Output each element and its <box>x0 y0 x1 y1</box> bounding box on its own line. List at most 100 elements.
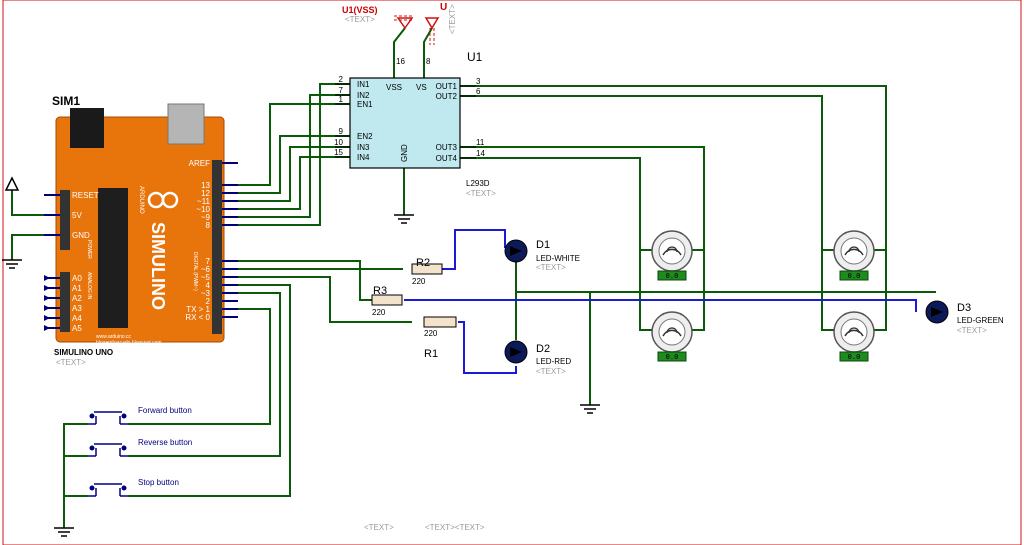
digital-pin-label: 7 <box>206 257 211 266</box>
motor-rotor-icon <box>844 248 864 256</box>
dc-motor[interactable]: 0.0 <box>833 230 875 281</box>
digital-pin-label: ~5 <box>201 273 211 282</box>
digital-pin-label: 4 <box>206 281 211 290</box>
power-label: POWER <box>86 240 92 259</box>
chip-pin-number: 14 <box>476 149 485 158</box>
resistor-r1[interactable] <box>423 316 457 328</box>
chip-pin-number: 2 <box>339 75 344 84</box>
led-d1[interactable] <box>504 239 528 263</box>
chip-pin-name: IN1 <box>357 80 370 89</box>
digital-pin-label: 12 <box>201 189 210 198</box>
motor-readout-box <box>839 270 869 281</box>
chip-pin-name: VS <box>416 83 427 92</box>
u1-ref: U1 <box>467 50 483 64</box>
resistor-r3[interactable] <box>371 294 403 306</box>
motor-rotor-icon <box>662 248 682 256</box>
dc-motor[interactable]: 0.0 <box>833 311 875 362</box>
digital-pin-label: RX < 0 <box>185 313 210 322</box>
ground-icon <box>2 259 22 269</box>
r2-value: 220 <box>412 277 426 286</box>
digital-pin-label: ~11 <box>197 197 211 206</box>
digital-pin-label: 13 <box>201 181 210 190</box>
analog-label: ANALOG IN <box>86 272 92 300</box>
push-button[interactable]: Reverse button <box>88 438 192 457</box>
sim1-text: <TEXT> <box>56 358 86 367</box>
vss-terminal-icon <box>394 15 414 30</box>
led-d2[interactable] <box>504 340 528 364</box>
analog-pin-label: A3 <box>72 304 82 313</box>
d1-name: LED-WHITE <box>536 254 580 263</box>
motor-readout-box <box>839 351 869 362</box>
r1-ref: R1 <box>424 348 438 360</box>
motor-rotor-icon <box>662 329 682 337</box>
analog-pin-label: A2 <box>72 294 82 303</box>
chip-pin-name: OUT3 <box>436 143 458 152</box>
d2-name: LED-RED <box>536 357 571 366</box>
r1-value: 220 <box>424 329 438 338</box>
sim1-ref: SIM1 <box>52 94 80 108</box>
d3-text: <TEXT> <box>957 326 987 335</box>
r2-ref: R2 <box>416 257 430 269</box>
chip-pin-number: 11 <box>476 138 485 147</box>
chip-pin-name: EN2 <box>357 132 373 141</box>
chip-pin-name: OUT2 <box>436 92 458 101</box>
chip-pin-number: 15 <box>334 148 343 157</box>
arduino-logo-icon <box>147 191 179 209</box>
led-d3[interactable] <box>925 300 949 324</box>
vs-label: U <box>440 2 447 13</box>
chip-pin-number: 7 <box>339 86 344 95</box>
d3-ref: D3 <box>957 302 971 314</box>
dc-motor[interactable]: 0.0 <box>651 311 693 362</box>
power-pin-label: GND <box>72 231 90 240</box>
vss-text: <TEXT> <box>345 15 375 24</box>
chip-pin-name: VSS <box>386 83 402 92</box>
digital-pin-label: ~6 <box>201 265 211 274</box>
button-contact-icon <box>89 445 95 451</box>
chip-gnd-label: GND <box>400 144 409 162</box>
simulino-board[interactable]: SIMULINO ARDUINO POWER ANALOG IN DIGITAL… <box>55 103 225 346</box>
vss-label: U1(VSS) <box>342 5 378 15</box>
motor-readout-box <box>657 351 687 362</box>
motor-readout: 0.0 <box>666 272 679 280</box>
ground-icon <box>394 214 414 224</box>
footer-text-2: <TEXT><TEXT> <box>425 523 485 532</box>
pin-arrow-icon <box>44 295 50 301</box>
button-label: Forward button <box>138 406 192 415</box>
d2-ref: D2 <box>536 343 550 355</box>
usb-port-icon <box>167 103 205 145</box>
chip-pin-name: IN4 <box>357 153 370 162</box>
pin-arrow-icon <box>44 325 50 331</box>
power-pin-label: RESET <box>72 191 99 200</box>
chip-pin-number: 8 <box>426 57 431 66</box>
power-terminal-icon <box>4 176 20 191</box>
digital-pin-label: AREF <box>189 159 210 168</box>
button-contact-icon <box>121 445 127 451</box>
push-button[interactable]: Stop button <box>88 478 179 497</box>
microcontroller-chip-icon <box>98 188 128 328</box>
digital-pin-label: ~9 <box>201 213 211 222</box>
chip-pin-number: 10 <box>334 138 343 147</box>
digital-pin-label: ~10 <box>196 205 210 214</box>
motor-readout: 0.0 <box>848 272 861 280</box>
analog-pin-label: A1 <box>72 284 82 293</box>
footer-text-1: <TEXT> <box>364 523 394 532</box>
motor-rotor-icon <box>844 329 864 337</box>
chip-pin-name: EN1 <box>357 100 373 109</box>
resistor-r2[interactable] <box>411 263 443 275</box>
digital-pin-label: 2 <box>206 297 211 306</box>
button-contact-icon <box>89 485 95 491</box>
chip-pin-number: 9 <box>339 127 344 136</box>
dc-motor[interactable]: 0.0 <box>651 230 693 281</box>
motor-readout-box <box>657 270 687 281</box>
vs-terminal-icon <box>424 17 440 45</box>
push-button[interactable]: Forward button <box>88 406 192 425</box>
board-url2: blogembarcado.blogspot.com <box>96 340 162 346</box>
button-contact-icon <box>121 485 127 491</box>
analog-pin-label: A0 <box>72 274 82 283</box>
r3-ref: R3 <box>373 285 387 297</box>
power-jack-icon <box>70 108 104 148</box>
l293d-chip[interactable] <box>349 77 461 169</box>
power-pin-label: 5V <box>72 211 82 220</box>
sim1-name: SIMULINO UNO <box>54 348 113 357</box>
